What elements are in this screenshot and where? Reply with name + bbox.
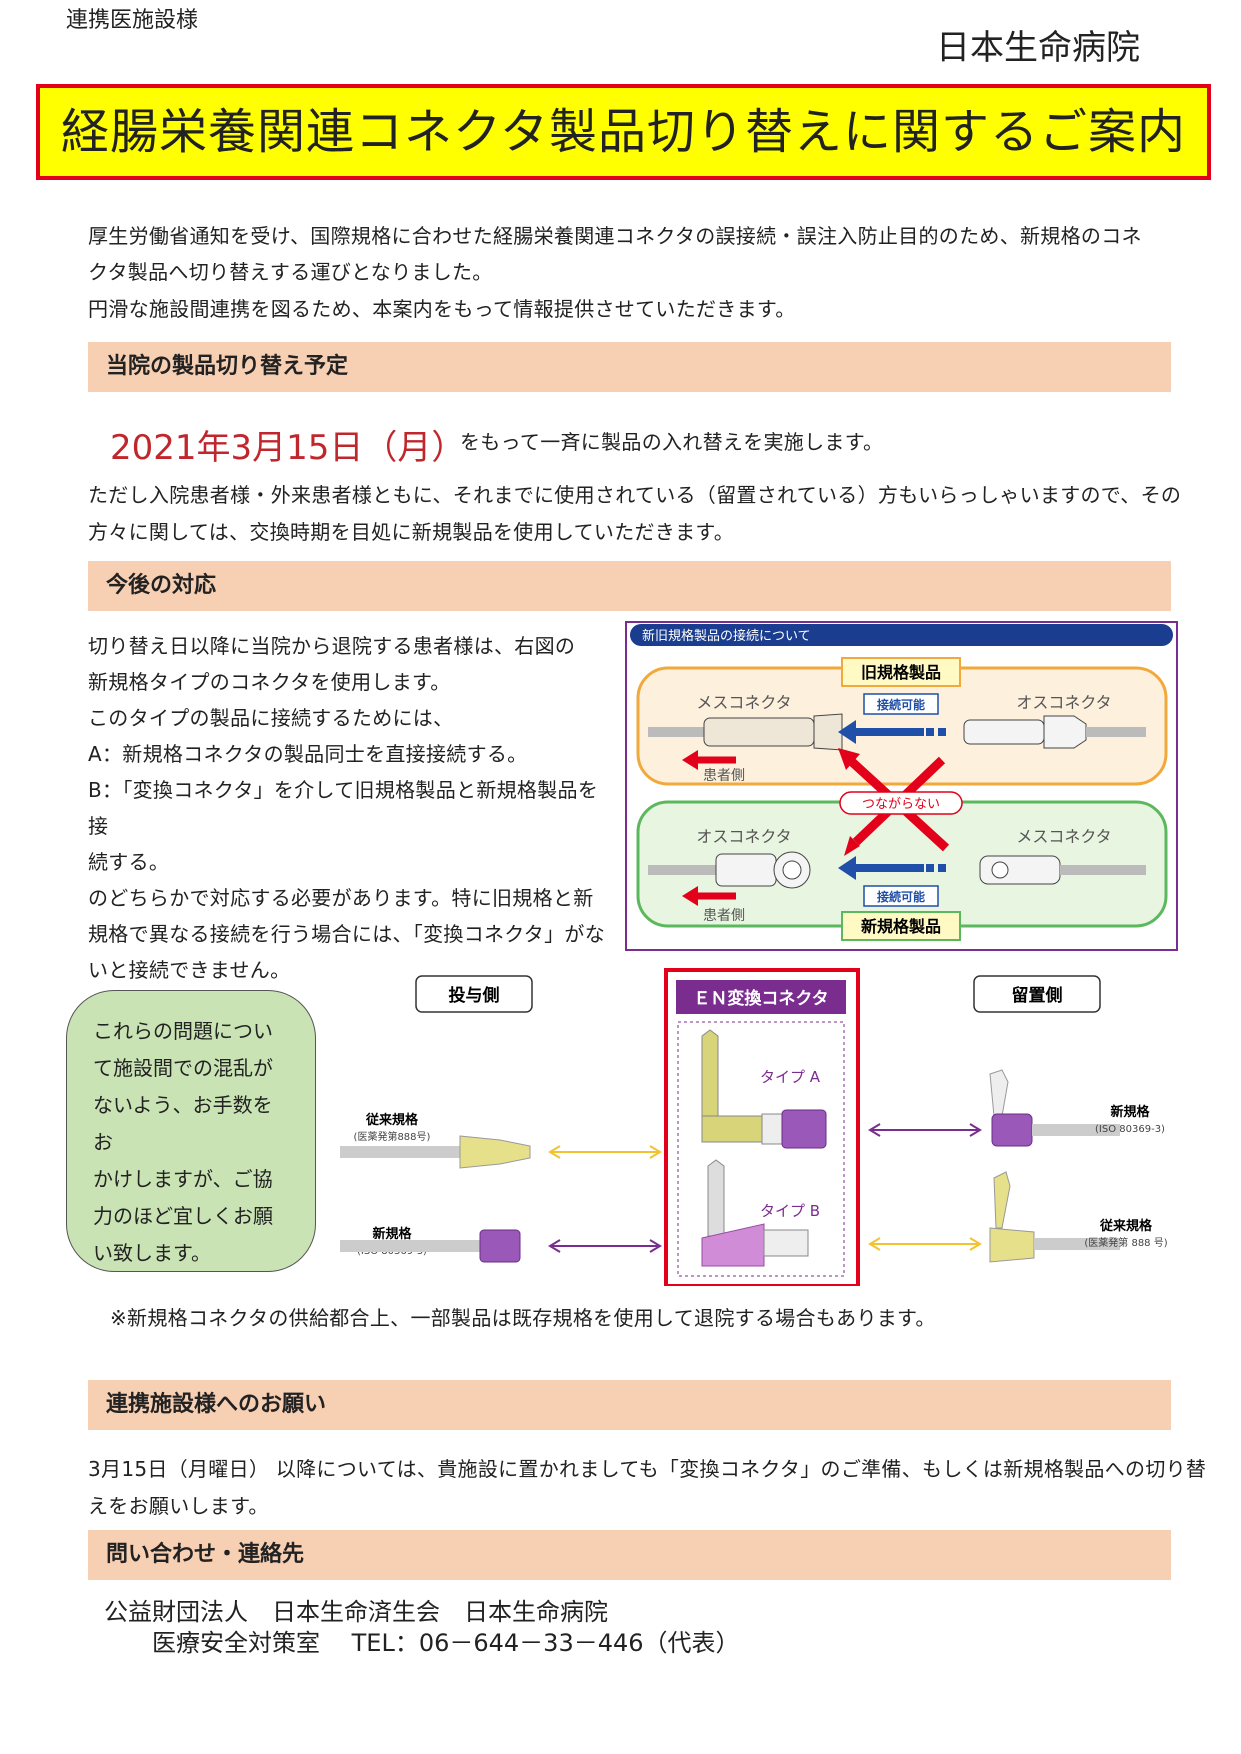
future-line: A：新規格コネクタの製品同士を直接接続する。: [88, 742, 528, 766]
right-bottom-label: 従来規格: [1099, 1218, 1153, 1234]
new-product-label: 新規格製品: [861, 917, 941, 936]
intro-line-2: クタ製品へ切り替えする運びとなりました。: [88, 260, 493, 284]
future-line: 続する。: [88, 850, 170, 874]
recipient: 連携医施設様: [66, 8, 199, 33]
future-text: 切り替え日以降に当院から退院する患者様は、右図の 新規格タイプのコネクタを使用し…: [88, 628, 618, 988]
connectable-label: 接続可能: [877, 697, 925, 712]
en-converter-diagram: 投与側 留置側 ＥＮ変換コネクタ タイプ A タイプ B 従来規格 (医薬発第8…: [340, 968, 1168, 1286]
converter-label: ＥＮ変換コネクタ: [693, 988, 828, 1009]
request-line-1: 3月15日（月曜日） 以降については、貴施設に置かれましても「変換コネクタ」のご…: [88, 1457, 1207, 1481]
male-label-new: オスコネクタ: [696, 827, 791, 846]
contact-dept: 医療安全対策室 TEL：06－644－33－446（代表）: [152, 1629, 740, 1657]
request-line-2: えをお願いします。: [88, 1494, 269, 1518]
future-line: いと接続できません。: [88, 958, 291, 982]
intro-line-1: 厚生労働省通知を受け、国際規格に合わせた経腸栄養関連コネクタの誤接続・誤注入防止…: [88, 224, 1142, 248]
future-heading: 今後の対応: [88, 561, 1171, 611]
note-line: ないよう、お手数をお: [93, 1093, 273, 1154]
future-line: B：「変換コネクタ」を介して旧規格製品と新規格製品を接: [88, 778, 599, 838]
request-note: これらの問題につい て施設間での混乱が ないよう、お手数をお かけしますが、ご協…: [66, 990, 316, 1272]
admin-side-label: 投与側: [449, 985, 500, 1006]
old-product-label: 旧規格製品: [861, 663, 941, 682]
note-line: これらの問題につい: [93, 1019, 273, 1043]
type-b-label: タイプ B: [760, 1202, 820, 1220]
schedule-note-1: ただし入院患者様・外来患者様ともに、それまでに使用されている（留置されている）方…: [88, 483, 1182, 507]
diagram-header-bar: [630, 624, 1173, 646]
contact-org: 公益財団法人 日本生命済生会 日本生命病院: [104, 1598, 608, 1626]
left-bottom-label: 新規格: [372, 1226, 412, 1242]
not-connect-label: つながらない: [862, 797, 940, 812]
request-heading: 連携施設様へのお願い: [88, 1380, 1171, 1430]
female-label-new: メスコネクタ: [1016, 827, 1111, 846]
switch-date: 2021年3月15日（月）: [110, 428, 466, 468]
note-line: 力のほど宜しくお願: [93, 1204, 273, 1228]
patient-side-new: 患者側: [703, 908, 745, 924]
schedule-note-2: 方々に関しては、交換時期を目処に新規製品を使用していただきます。: [88, 520, 734, 544]
future-line: このタイプの製品に接続するためには、: [88, 706, 454, 730]
connector-compat-diagram: 新旧規格製品の接続について 旧規格製品 メスコネクタ オスコネクタ 接続可能 患…: [625, 621, 1178, 951]
type-a-label: タイプ A: [760, 1068, 821, 1086]
patient-side-old: 患者側: [703, 768, 745, 784]
male-label: オスコネクタ: [1016, 693, 1111, 712]
schedule-heading: 当院の製品切り替え予定: [88, 342, 1171, 392]
future-line: のどちらかで対応する必要があります。特に旧規格と新: [88, 886, 594, 910]
switch-date-suffix: をもって一斉に製品の入れ替えを実施します。: [460, 430, 884, 454]
contact-heading: 問い合わせ・連絡先: [88, 1530, 1171, 1580]
future-line: 規格で異なる接続を行う場合には、「変換コネクタ」がな: [88, 922, 605, 946]
page-title: 経腸栄養関連コネクタ製品切り替えに関するご案内: [36, 84, 1211, 180]
note-line: い致します。: [93, 1241, 211, 1265]
future-line: 切り替え日以降に当院から退院する患者様は、右図の: [88, 634, 576, 658]
female-label: メスコネクタ: [696, 693, 791, 712]
supply-footnote: ※新規格コネクタの供給都合上、一部製品は既存規格を使用して退院する場合もあります…: [110, 1306, 936, 1330]
note-line: かけしますが、ご協: [93, 1167, 273, 1191]
note-line: て施設間での混乱が: [93, 1056, 273, 1080]
right-top-sub: (ISO 80369-3): [1095, 1124, 1165, 1135]
future-line: 新規格タイプのコネクタを使用します。: [88, 670, 451, 694]
right-bottom-sub: (医薬発第 888 号): [1084, 1236, 1167, 1249]
left-top-sub: (医薬発第888号): [354, 1130, 431, 1143]
right-top-label: 新規格: [1110, 1104, 1150, 1120]
indwell-side-label: 留置側: [1012, 985, 1063, 1006]
diagram-header: 新旧規格製品の接続について: [642, 628, 811, 644]
connectable-label-new: 接続可能: [877, 889, 925, 904]
intro-line-3: 円滑な施設間連携を図るため、本案内をもって情報提供させていただきます。: [88, 297, 796, 321]
hospital-name: 日本生命病院: [936, 28, 1140, 68]
left-top-label: 従来規格: [365, 1112, 419, 1128]
